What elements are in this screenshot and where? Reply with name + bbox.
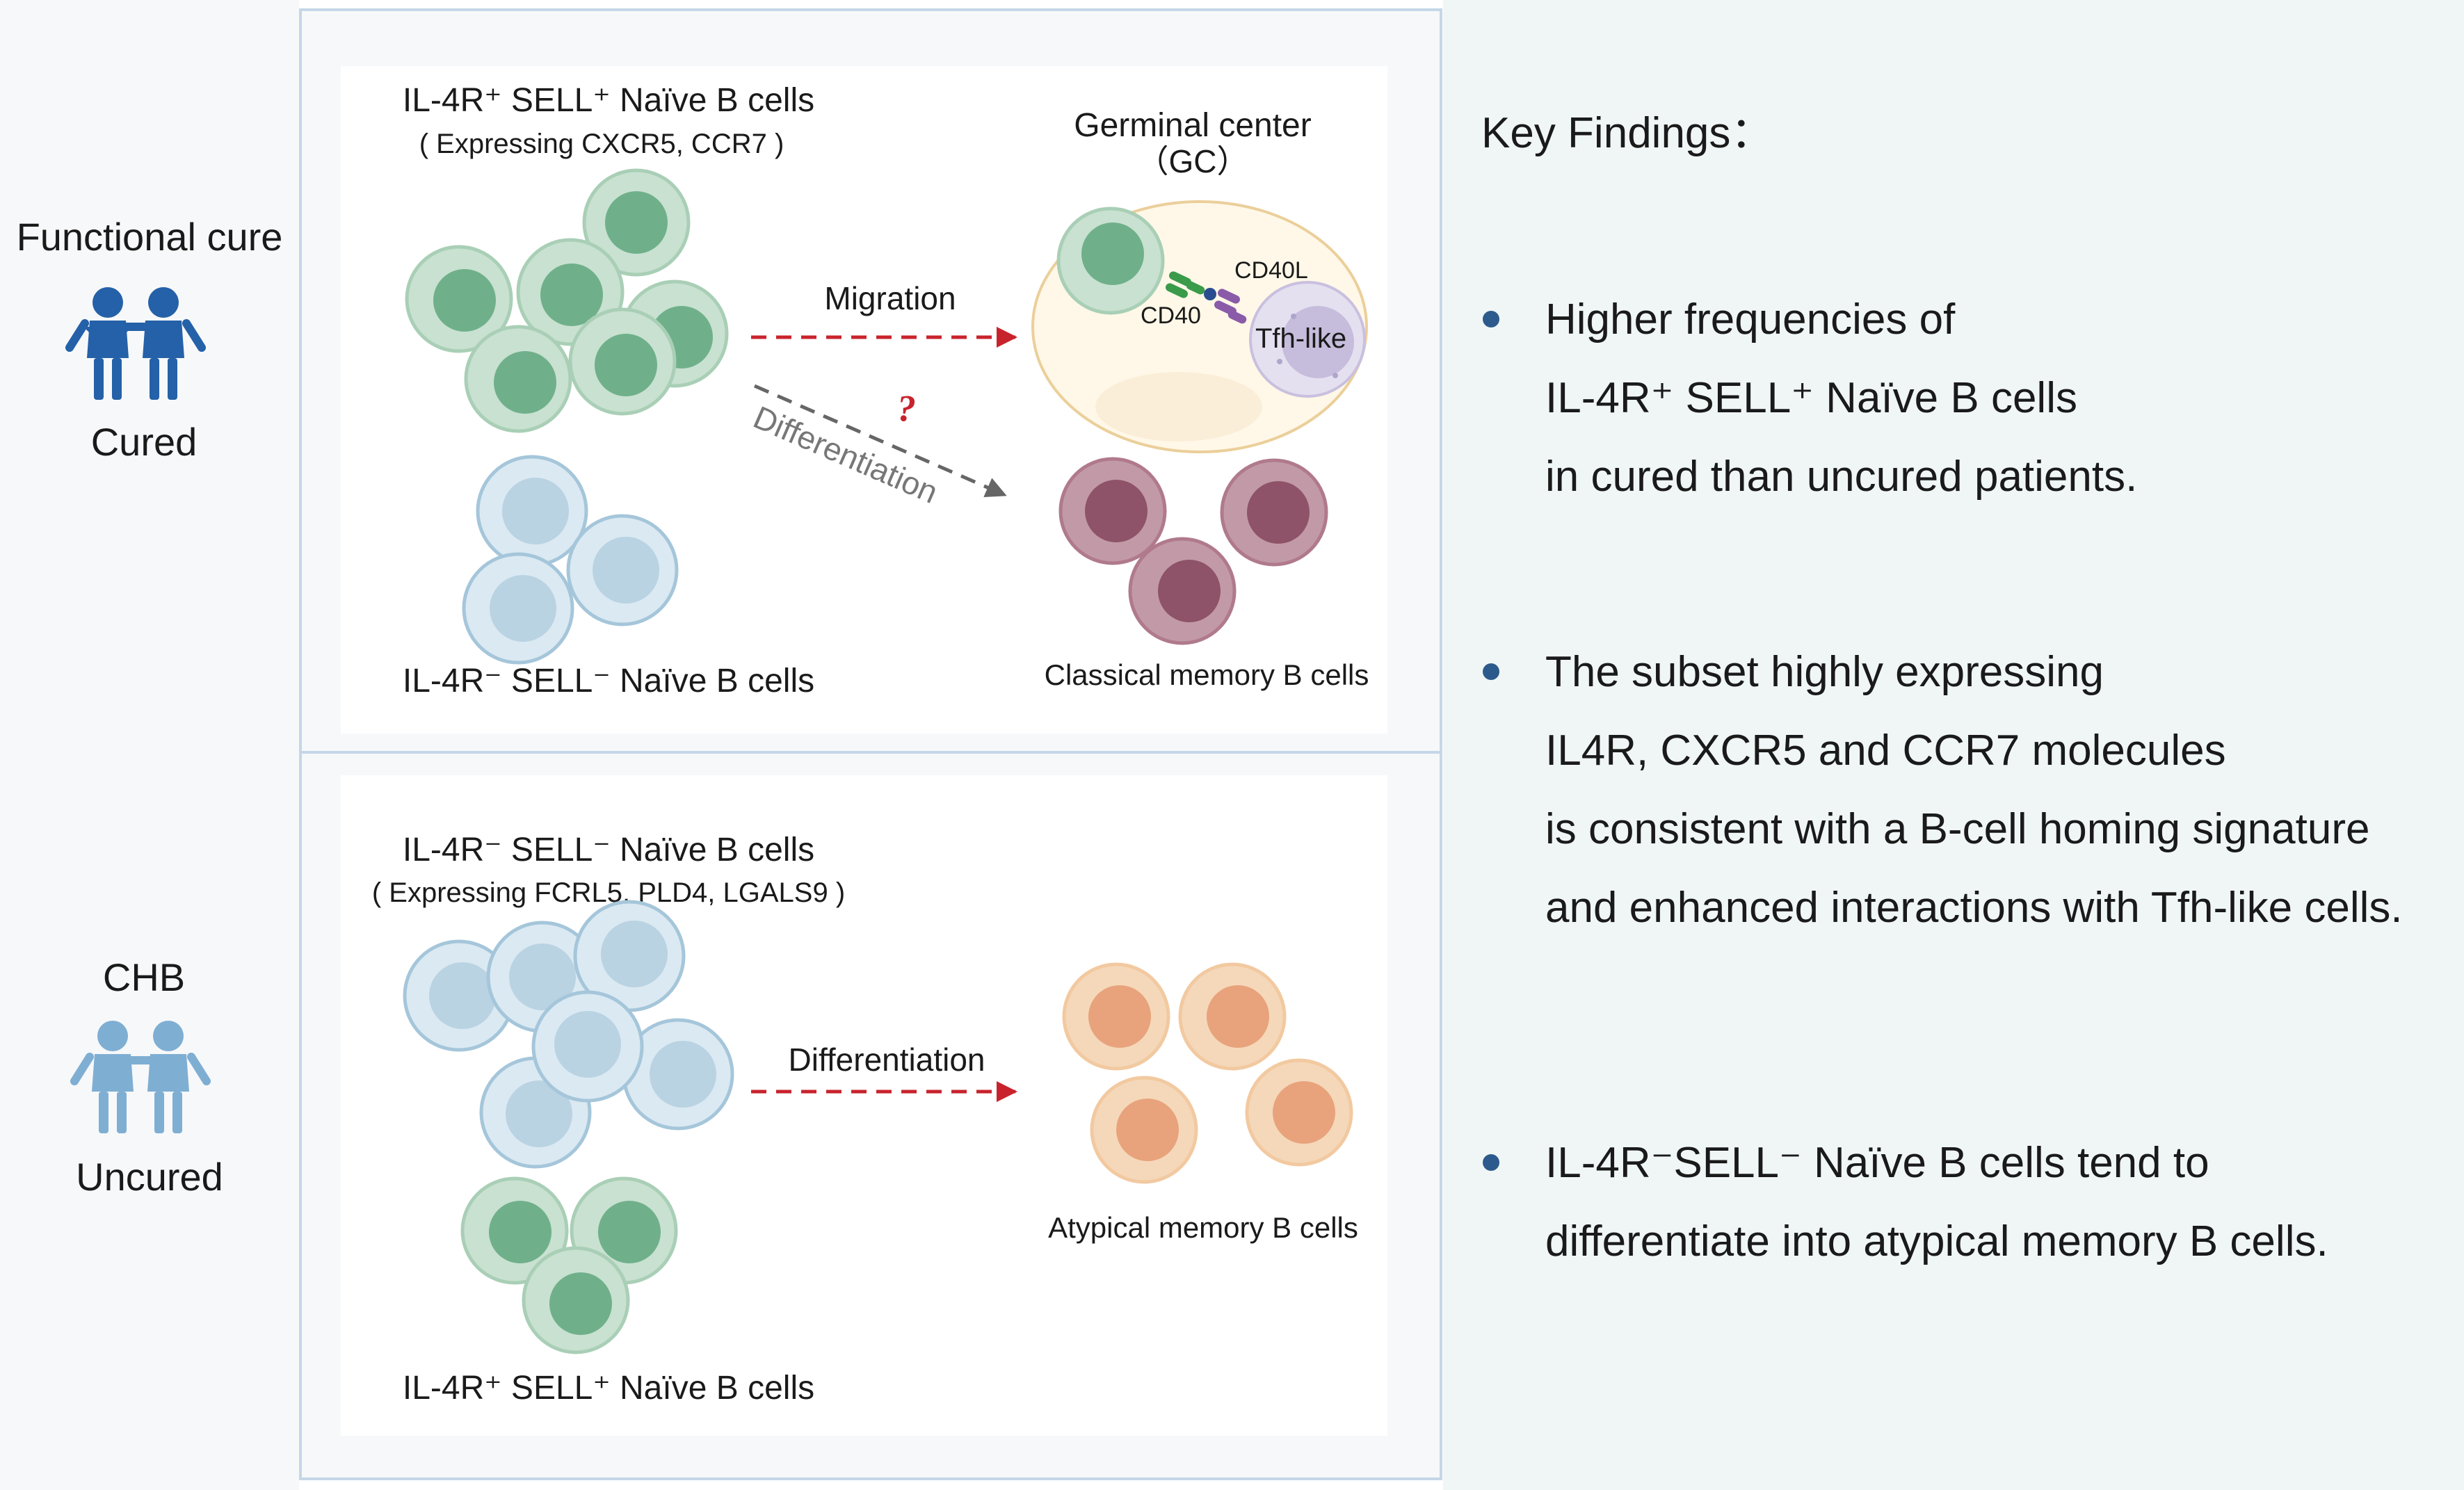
bullet-icon	[1483, 1154, 1499, 1171]
finding-line: in cured than uncured patients.	[1545, 453, 2138, 501]
key-findings-title: Key Findings：	[1481, 109, 1774, 157]
finding-item-2: The subset highly expressing IL4R, CXCR5…	[1483, 633, 2403, 947]
bottom-green-cell-cluster	[460, 1176, 678, 1354]
orange-cell	[1062, 962, 1170, 1071]
finding-item-3: IL-4R⁻SELL⁻ Naïve B cells tend to differ…	[1483, 1124, 2328, 1281]
findings-background	[1443, 0, 2464, 1490]
finding-line: The subset highly expressing	[1545, 648, 2104, 696]
green-cell	[405, 245, 513, 353]
finding-item-1: Higher frequencies of IL-4R⁺ SELL⁺ Naïve…	[1483, 280, 2138, 516]
top-pos-cells-subtitle: ( Expressing CXCR5, CCR7 )	[419, 129, 784, 159]
bottom-neg-cells-title: IL-4R⁻ SELL⁻ Naïve B cells	[403, 832, 814, 868]
blue-cell	[622, 1018, 734, 1131]
bullet-icon	[1483, 311, 1499, 327]
maroon-cell	[1220, 458, 1328, 567]
group-sublabel-bottom: Uncured	[76, 1155, 223, 1199]
blue-cell	[462, 552, 574, 665]
blue-cell	[476, 455, 588, 567]
uncured-people-icon	[70, 1021, 211, 1133]
green-cell	[582, 168, 691, 277]
finding-line: IL-4R⁻SELL⁻ Naïve B cells tend to	[1545, 1139, 2209, 1187]
finding-line: IL-4R⁺ SELL⁺ Naïve B cells	[1545, 374, 2077, 422]
top-blue-cell-cluster	[462, 455, 679, 665]
atypical-memory-label: Atypical memory B cells	[1048, 1211, 1358, 1244]
tfh-like-label: Tfh-like	[1255, 323, 1346, 354]
maroon-cell	[1058, 457, 1167, 565]
blue-cell	[531, 990, 644, 1103]
blue-cell	[573, 900, 686, 1012]
bullet-icon	[1483, 663, 1499, 680]
group-label-top: Functional cure	[17, 215, 283, 259]
gc-dark-zone	[1095, 372, 1262, 442]
orange-cell	[1245, 1058, 1353, 1167]
green-cell	[568, 307, 677, 416]
group-sublabel-top: Cured	[91, 420, 198, 464]
maroon-cell	[1128, 537, 1237, 645]
blue-cell	[566, 514, 679, 626]
green-cell	[522, 1246, 630, 1354]
blue-cell	[403, 939, 515, 1052]
cd40-cd40l-interaction-icon	[1166, 271, 1247, 324]
atypical-memory-cell-cluster	[1062, 962, 1353, 1184]
finding-line: and enhanced interactions with Tfh-like …	[1545, 884, 2403, 932]
orange-cell	[1090, 1076, 1198, 1184]
bottom-pos-cells-title: IL-4R⁺ SELL⁺ Naïve B cells	[403, 1370, 814, 1407]
orange-cell	[1178, 962, 1287, 1071]
top-green-cell-cluster	[405, 168, 729, 433]
top-neg-cells-title: IL-4R⁻ SELL⁻ Naïve B cells	[403, 663, 814, 699]
migration-label: Migration	[824, 280, 956, 316]
green-cell	[464, 325, 572, 433]
classical-memory-label: Classical memory B cells	[1045, 658, 1369, 691]
finding-line: IL4R, CXCR5 and CCR7 molecules	[1545, 727, 2226, 775]
green-cell	[460, 1176, 569, 1285]
differentiation-label-bottom: Differentiation	[789, 1042, 985, 1078]
gc-subtitle: （GC）	[1137, 143, 1249, 179]
cd40-label: CD40	[1141, 302, 1201, 329]
bottom-neg-cells-subtitle: ( Expressing FCRL5, PLD4, LGALS9 )	[372, 877, 845, 908]
top-pos-cells-title: IL-4R⁺ SELL⁺ Naïve B cells	[403, 82, 814, 119]
gc-title: Germinal center	[1074, 107, 1311, 144]
tfh-like-cell	[1249, 281, 1366, 398]
question-mark: ?	[897, 387, 916, 429]
group-label-bottom: CHB	[103, 955, 185, 999]
cd40l-label: CD40L	[1234, 257, 1308, 284]
finding-line: differentiate into atypical memory B cel…	[1545, 1217, 2328, 1265]
finding-line: Higher frequencies of	[1545, 295, 1956, 343]
cured-people-icon	[65, 287, 206, 400]
classical-memory-cell-cluster	[1058, 457, 1328, 645]
gc-green-cell	[1056, 207, 1165, 315]
finding-line: is consistent with a B-cell homing signa…	[1545, 805, 2370, 853]
bottom-blue-cell-cluster	[403, 900, 734, 1169]
left-label-column	[0, 0, 299, 1490]
differentiation-arrow-top	[754, 384, 1007, 497]
